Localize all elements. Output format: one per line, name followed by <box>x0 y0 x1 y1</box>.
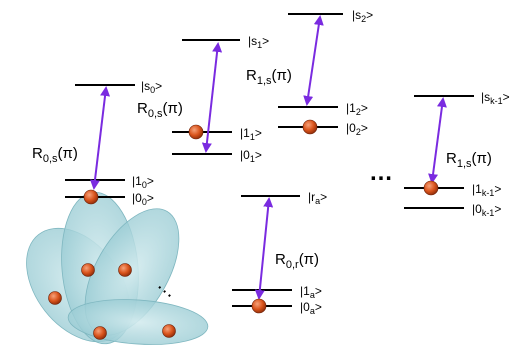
atom <box>93 326 107 340</box>
ket-s0: |s0> <box>141 79 162 95</box>
transition-arrow-r0s-mid <box>201 42 223 153</box>
ket-1-k1: |1k-1> <box>472 182 501 198</box>
ket-1-1: |11> <box>240 126 262 142</box>
ket-s2: |s2> <box>352 8 373 24</box>
ket-s-k1: |sk-1> <box>481 90 510 106</box>
ket-1-2: |12> <box>346 101 368 117</box>
ket-0-0: |00> <box>132 191 154 207</box>
ket-s1: |s1> <box>248 34 269 50</box>
transition-arrow-r0r <box>254 197 274 300</box>
ket-r-a: |ra> <box>308 190 327 206</box>
atom <box>81 263 95 277</box>
ket-0-1: |01> <box>240 148 262 164</box>
transition-arrow-r0s-left <box>89 86 111 190</box>
transition-arrow-r1s-right <box>428 97 447 184</box>
atom <box>48 291 62 305</box>
operator-r0s-mid: R0,s(π) <box>137 100 183 120</box>
ket-1-a: |1a> <box>300 284 322 300</box>
operator-r1s-mid: R1,s(π) <box>246 67 292 87</box>
transition-arrow-r1s-mid <box>303 15 324 106</box>
operator-r0r: R0,r(π) <box>275 251 319 271</box>
atom <box>118 263 132 277</box>
ket-0-a: |0a> <box>300 300 322 316</box>
atom-on-1-k1 <box>423 180 439 196</box>
ellipsis-right: … <box>369 159 393 186</box>
atom <box>162 324 176 338</box>
ket-0-k1: |0k-1> <box>472 202 501 218</box>
atom-on-0-2 <box>302 119 318 135</box>
operator-labels: R0,s(π) R0,s(π) R1,s(π) R0,r(π) R1,s(π) <box>32 67 492 271</box>
atom-on-1-1 <box>188 124 204 140</box>
atom-cloud <box>26 191 209 345</box>
ket-labels: |s0> |10> |00> |s1> |11> |01> |s2> |12> … <box>132 8 510 316</box>
atom-on-0-a <box>251 298 267 314</box>
ket-1-0: |10> <box>132 174 154 190</box>
transition-arrows <box>89 15 447 300</box>
level-atoms <box>83 119 439 314</box>
operator-r0s-left: R0,s(π) <box>32 145 78 165</box>
ket-0-2: |02> <box>346 121 368 137</box>
atom-on-0-0 <box>83 189 99 205</box>
operator-r1s-right: R1,s(π) <box>446 150 492 170</box>
